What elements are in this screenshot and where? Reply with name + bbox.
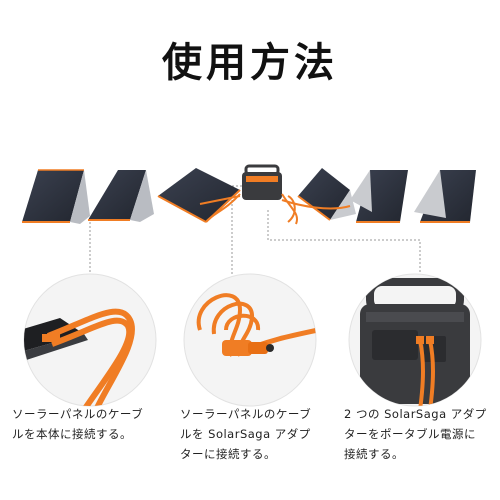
- solar-panel-6: [414, 170, 476, 223]
- caption-step-1: ソーラーパネルのケーブ ルを本体に接続する。: [12, 404, 162, 444]
- caption-line: ターをポータブル電源に: [344, 427, 476, 441]
- detail-circle-3: [348, 273, 482, 407]
- solar-panel-4: [297, 168, 356, 221]
- solar-panel-1: [22, 169, 90, 224]
- caption-step-2: ソーラーパネルのケーブ ルを SolarSaga アダプ ターに接続する。: [180, 404, 330, 464]
- caption-line: ルを本体に接続する。: [12, 427, 132, 441]
- caption-line: 2 つの SolarSaga アダプ: [344, 407, 487, 421]
- caption-line: ソーラーパネルのケーブ: [180, 407, 312, 421]
- caption-line: ルを SolarSaga アダプ: [180, 427, 311, 441]
- page-title: 使用方法: [162, 40, 338, 86]
- detail-circle-2: [183, 273, 317, 407]
- solar-panel-5: [350, 170, 408, 223]
- caption-line: 接続する。: [344, 447, 404, 461]
- solar-panel-3: [157, 168, 241, 223]
- solar-panel-2: [88, 170, 154, 222]
- caption-line: ソーラーパネルのケーブ: [12, 407, 144, 421]
- overview-cables: [199, 193, 351, 225]
- power-station-small: [242, 164, 282, 200]
- caption-step-3: 2 つの SolarSaga アダプ ターをポータブル電源に 接続する。: [344, 404, 494, 464]
- detail-circle-1: [23, 273, 157, 407]
- caption-line: ターに接続する。: [180, 447, 276, 461]
